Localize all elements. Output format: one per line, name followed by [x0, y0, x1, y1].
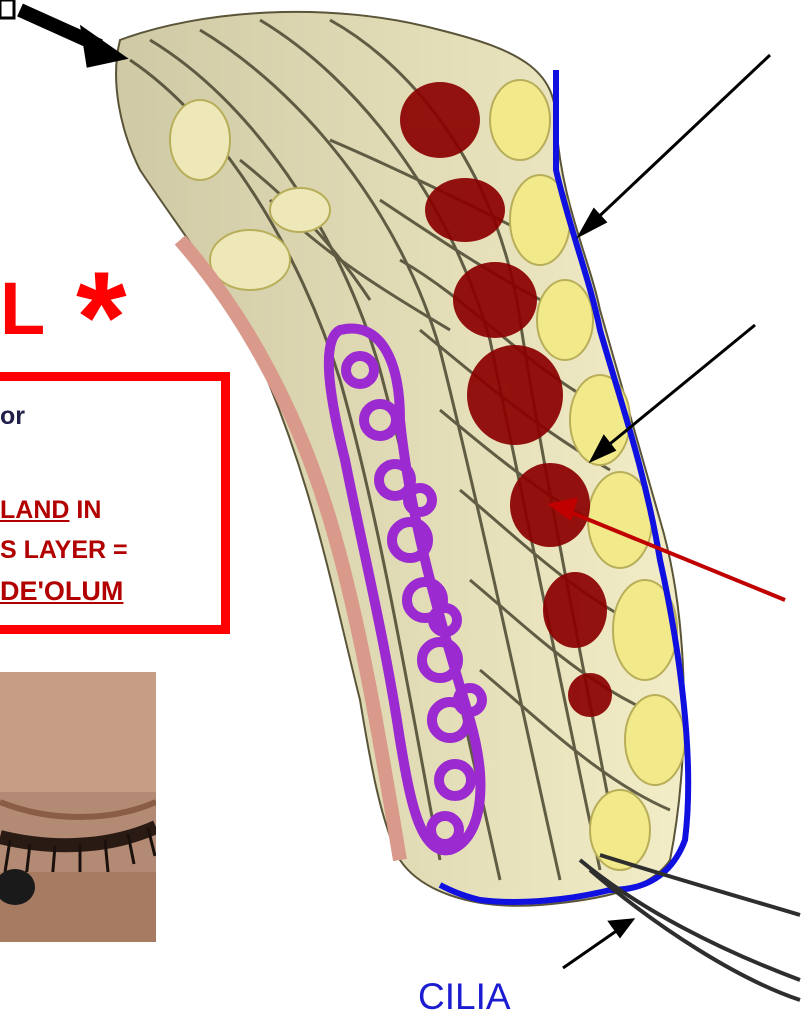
- note-line-4: DE'OLUM: [0, 578, 123, 605]
- note-line-3: S LAYER =: [0, 538, 128, 563]
- note-line-2-rest: IN: [69, 496, 101, 524]
- title-fragment: L: [0, 272, 45, 346]
- note-underlined-word: LAND: [0, 496, 69, 524]
- cilia-label: CILIA: [418, 976, 511, 1018]
- note-line-1: or: [0, 404, 25, 429]
- top-left-label-edge: [0, 0, 14, 18]
- note-line-2: LAND IN: [0, 498, 101, 523]
- asterisk-mark: *: [76, 252, 127, 382]
- closed-eye-photo: [0, 672, 156, 942]
